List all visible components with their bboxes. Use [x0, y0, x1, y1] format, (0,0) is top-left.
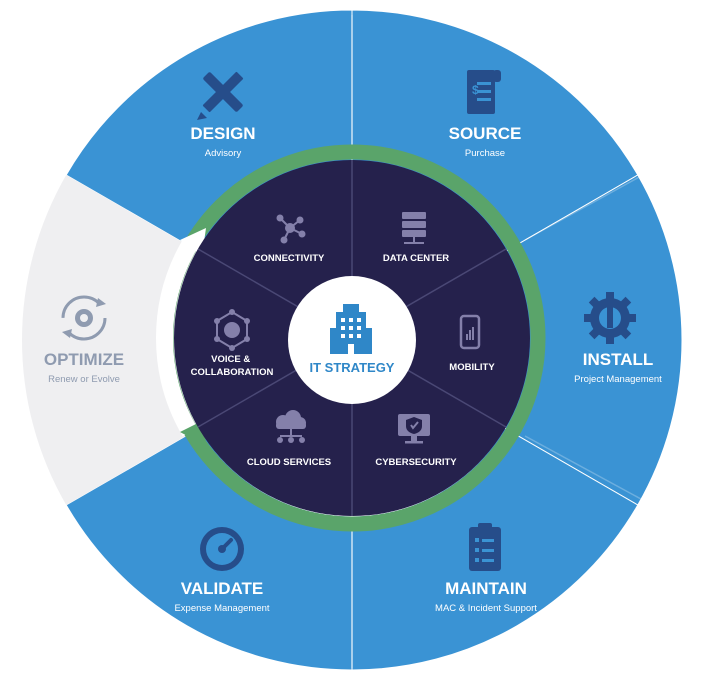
- voice-label[interactable]: VOICE & COLLABORATION: [191, 354, 274, 378]
- svg-text:$: $: [472, 83, 479, 97]
- voice-label-line2: COLLABORATION: [191, 367, 274, 378]
- source-subtitle: Purchase: [465, 148, 505, 159]
- cloud-services-label[interactable]: CLOUD SERVICES: [247, 457, 331, 468]
- phone-network-icon: [214, 309, 250, 351]
- inner-icons: [214, 212, 481, 444]
- network-hub-icon: [276, 214, 306, 244]
- clipboard-checklist-icon: [469, 523, 501, 571]
- cybersecurity-label[interactable]: CYBERSECURITY: [375, 457, 457, 468]
- outer-icons: $: [61, 70, 636, 571]
- maintain-subtitle: MAC & Incident Support: [435, 603, 537, 614]
- speedometer-icon: [200, 527, 244, 571]
- receipt-icon: $: [467, 70, 501, 114]
- inner-labels: CONNECTIVITY DATA CENTER MOBILITY CYBERS…: [191, 253, 496, 468]
- building-icon: [330, 304, 372, 354]
- optimize-title: OPTIMIZE: [44, 350, 124, 369]
- mobility-label[interactable]: MOBILITY: [449, 362, 495, 373]
- maintain-title: MAINTAIN: [445, 579, 527, 598]
- data-center-label[interactable]: DATA CENTER: [383, 253, 449, 264]
- optimize-subtitle: Renew or Evolve: [48, 374, 120, 385]
- validate-title: VALIDATE: [181, 579, 263, 598]
- validate-subtitle: Expense Management: [174, 603, 269, 614]
- pencil-ruler-icon: [197, 71, 244, 120]
- design-subtitle: Advisory: [205, 148, 242, 159]
- center-label: IT STRATEGY: [310, 360, 395, 375]
- outer-dividers: [351, 15, 653, 668]
- design-title: DESIGN: [190, 124, 255, 143]
- center-hub[interactable]: IT STRATEGY: [288, 276, 416, 404]
- install-subtitle: Project Management: [574, 374, 662, 385]
- refresh-gear-icon: [61, 295, 107, 341]
- cloud-network-icon: [276, 410, 306, 443]
- server-rack-icon: [402, 212, 426, 244]
- smartphone-icon: [459, 314, 481, 350]
- outer-labels: DESIGN Advisory SOURCE Purchase INSTALL …: [44, 124, 662, 614]
- shield-monitor-icon: [398, 414, 430, 444]
- voice-label-line1: VOICE &: [211, 354, 250, 365]
- gear-wrench-icon: [584, 292, 636, 344]
- source-title: SOURCE: [449, 124, 522, 143]
- connectivity-label[interactable]: CONNECTIVITY: [254, 253, 325, 264]
- install-title: INSTALL: [583, 350, 654, 369]
- segment-optimize[interactable]: [21, 175, 200, 505]
